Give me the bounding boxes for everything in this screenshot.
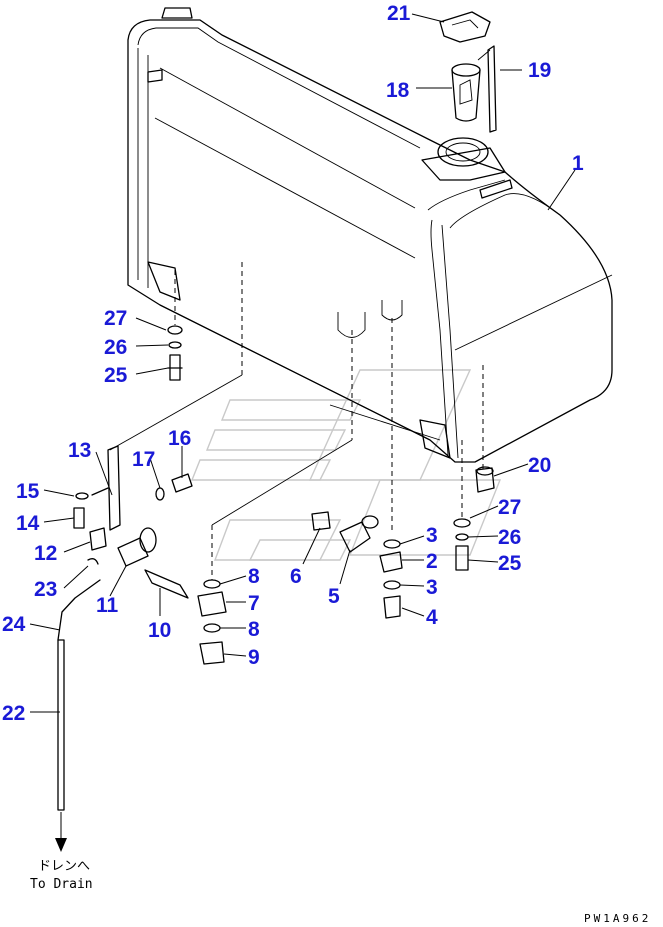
callout-4: 4 [426,606,438,629]
drain-fittings-left [57,445,193,641]
callout-3-upper: 3 [426,524,438,547]
callout-8-lower: 8 [248,618,260,641]
callout-27-right: 27 [498,496,521,519]
callout-27-left: 27 [104,307,127,330]
callout-25-left: 25 [104,364,128,387]
hydraulic-tank [127,7,613,463]
watermark-logo [190,369,502,561]
callout-12: 12 [34,542,57,565]
callout-25-right: 25 [498,552,522,575]
callout-11: 11 [96,594,119,617]
left-fasteners [167,325,183,381]
drain-note-japanese: ドレンへ [38,859,90,874]
callout-19: 19 [528,59,551,82]
callout-24: 24 [2,613,26,636]
drain-pipe [55,639,67,852]
callout-22: 22 [2,702,25,725]
callout-26-left: 26 [104,336,127,359]
callout-2: 2 [426,550,438,573]
callout-5: 5 [328,585,340,608]
filler-parts [439,11,497,133]
leader-lines [29,13,576,713]
callout-20: 20 [528,454,551,477]
drain-note-english: To Drain [30,877,93,892]
callout-10: 10 [148,619,171,642]
callout-15: 15 [16,480,40,503]
assembly-lines [109,262,484,580]
callout-8-upper: 8 [248,565,260,588]
callout-21: 21 [387,2,411,25]
callout-23: 23 [34,578,57,601]
drawing-code: PW1A962 [584,912,651,925]
right-fasteners [453,466,495,571]
callout-26-right: 26 [498,526,521,549]
callout-14: 14 [16,512,40,535]
callout-7: 7 [248,592,260,615]
drain-fittings-center [197,511,403,665]
callout-1: 1 [572,152,584,175]
callout-9: 9 [248,646,260,669]
callout-16: 16 [168,427,191,450]
callout-17: 17 [132,448,155,471]
callout-13: 13 [68,439,91,462]
callout-3-lower: 3 [426,576,438,599]
callout-18: 18 [386,79,410,102]
callout-6: 6 [290,565,302,588]
